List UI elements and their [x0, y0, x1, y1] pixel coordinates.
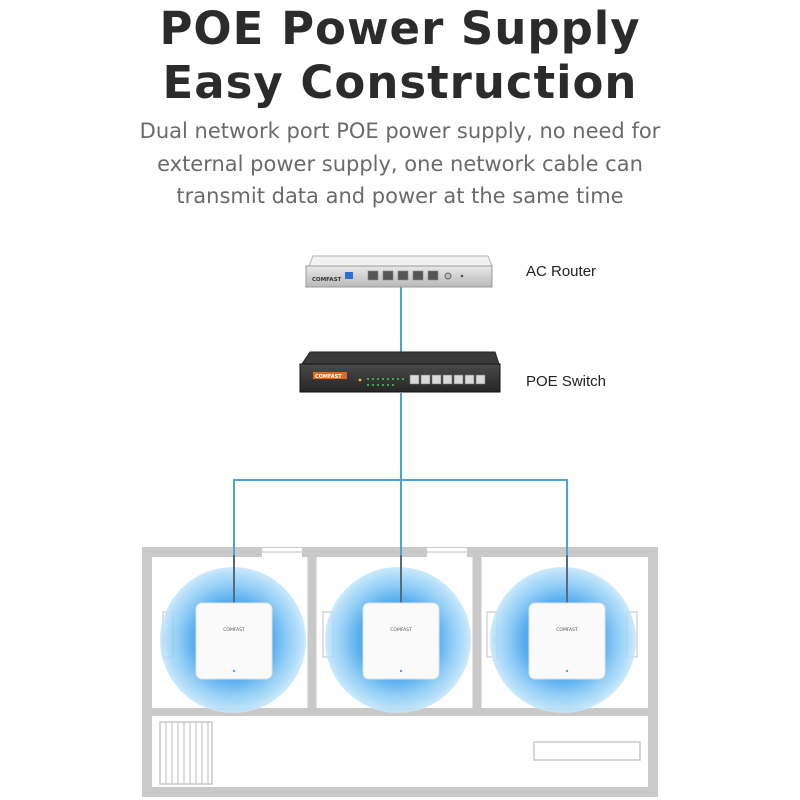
router-reset-hole: [460, 274, 464, 278]
description-line-2: external power supply, one network cable…: [157, 152, 643, 176]
access-point-2: COMFAST: [362, 602, 440, 680]
ac-router-label: AC Router: [526, 263, 597, 280]
ap-3-led: [565, 669, 569, 673]
ac-router-device: COMFAST: [305, 255, 493, 288]
corridor-bench: [533, 741, 641, 761]
switch-power-led: [358, 378, 362, 382]
ap-1-led: [232, 669, 236, 673]
switch-brand: COMFAST: [315, 374, 342, 380]
router-usb-port: [345, 272, 353, 279]
ap-2-brand: COMFAST: [390, 627, 412, 633]
switch-status-leds: [367, 378, 404, 386]
description-line-3: transmit data and power at the same time: [176, 184, 624, 208]
ceiling-drops: [233, 555, 568, 603]
heading-line-2: Easy Construction: [162, 56, 638, 109]
access-point-3: COMFAST: [528, 602, 606, 680]
poe-switch-label: POE Switch: [526, 373, 607, 390]
switch-brand-badge: [313, 372, 347, 379]
description-line-1: Dual network port POE power supply, no n…: [139, 119, 661, 143]
ap-3-brand: COMFAST: [556, 627, 578, 633]
ap-2-led: [399, 669, 403, 673]
router-ethernet-ports: [367, 270, 439, 281]
stairs-outline: [159, 721, 213, 785]
access-point-1: COMFAST: [195, 602, 273, 680]
heading-line-1: POE Power Supply: [159, 2, 641, 55]
stairs-steps: [165, 722, 209, 784]
ap-1-brand: COMFAST: [223, 627, 245, 633]
switch-ethernet-ports: [409, 374, 486, 385]
router-brand: COMFAST: [312, 277, 342, 283]
poe-switch-device: COMFAST: [299, 351, 501, 393]
router-power-button: [444, 272, 452, 280]
